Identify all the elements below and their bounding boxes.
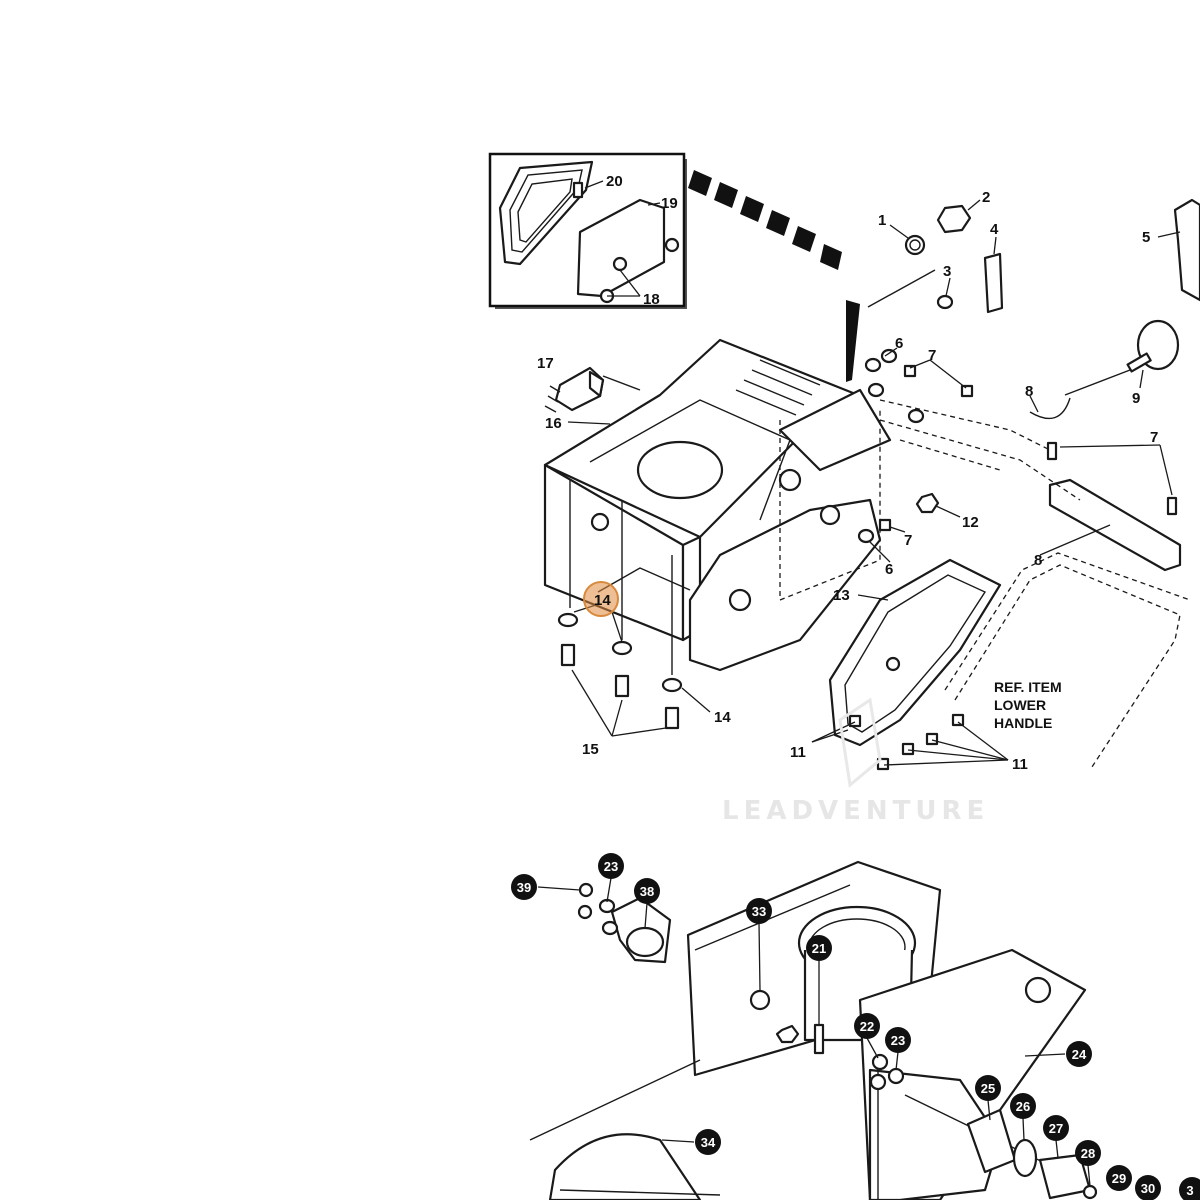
callout-5: 5 [1142, 229, 1150, 246]
watermark: LEADVENTURE [722, 697, 989, 826]
callout-17: 17 [537, 355, 554, 372]
callout-16: 16 [545, 415, 562, 432]
screw-18a [612, 256, 628, 272]
cover-plate [576, 198, 666, 298]
badge-22: 22 [860, 1019, 874, 1034]
badge-29: 29 [1112, 1171, 1126, 1186]
callout-14b: 14 [714, 709, 731, 726]
lower-handle-ref: REF. ITEM LOWER HANDLE [944, 552, 1191, 771]
inset-pointer [688, 170, 860, 382]
inset-detail: 20 19 18 [488, 152, 687, 309]
badge-21: 21 [812, 941, 826, 956]
screw-18c [664, 237, 680, 253]
hardware-1-4: 1 2 3 4 [867, 189, 1004, 314]
badge-30: 30 [1141, 1181, 1155, 1196]
badge-callouts: 39 23 38 33 21 22 23 24 25 26 27 28 29 3… [511, 853, 1200, 1200]
callout-4: 4 [990, 221, 999, 238]
watermark-text: LEADVENTURE [722, 796, 989, 826]
badge-24: 24 [1072, 1047, 1087, 1062]
badge-39: 39 [517, 880, 531, 895]
callout-9: 9 [1132, 390, 1140, 407]
callout-6a: 6 [895, 335, 903, 352]
clip-20 [572, 181, 584, 199]
hardware-14-15: 14 14 15 [557, 480, 731, 758]
dash-opening [498, 160, 594, 266]
badge-34: 34 [701, 1135, 716, 1150]
lower-assembly [529, 860, 1098, 1200]
badge-31: 3 [1186, 1183, 1193, 1198]
badge-23a: 23 [604, 859, 618, 874]
callout-14a[interactable]: 14 [594, 592, 611, 609]
hardware-6-7-upper: 6 7 [864, 335, 1051, 451]
callout-19: 19 [661, 195, 678, 212]
badge-27: 27 [1049, 1121, 1063, 1136]
part-5: 5 [1142, 198, 1200, 302]
dash-housing [543, 338, 892, 642]
badge-23b: 23 [891, 1033, 905, 1048]
knob-9: 9 [1064, 319, 1180, 407]
callout-11a: 11 [790, 744, 806, 761]
callout-6b: 6 [885, 561, 893, 578]
callout-10: 8 [1034, 552, 1042, 569]
callout-18: 18 [643, 291, 660, 308]
callout-7c: 7 [1150, 429, 1158, 446]
callout-7b: 7 [904, 532, 912, 549]
ref-note-line2: LOWER [994, 697, 1046, 713]
callout-11b: 11 [1012, 756, 1028, 773]
hardware-6-7-12-lower: 7 6 12 [857, 492, 979, 578]
callout-8: 8 [1025, 383, 1033, 400]
callout-20: 20 [606, 173, 623, 190]
badge-33: 33 [752, 904, 766, 919]
callout-7a: 7 [928, 347, 936, 364]
ref-note-line3: HANDLE [994, 715, 1052, 731]
badge-25: 25 [981, 1081, 995, 1096]
callout-15: 15 [582, 741, 599, 758]
switch-17: 17 [537, 355, 641, 413]
callout-2: 2 [982, 189, 990, 206]
ref-note-line1: REF. ITEM [994, 679, 1062, 695]
bracket-10: 8 7 [879, 419, 1182, 572]
badge-38: 38 [640, 884, 654, 899]
callout-1: 1 [878, 212, 886, 229]
badge-28: 28 [1081, 1146, 1095, 1161]
callout-12: 12 [962, 514, 979, 531]
side-panel [688, 410, 882, 672]
cable-8: 8 [1025, 383, 1071, 420]
callout-3: 3 [943, 263, 951, 280]
callout-13: 13 [833, 587, 850, 604]
bolts-11: 11 11 [790, 713, 1028, 773]
badge-26: 26 [1016, 1099, 1030, 1114]
highlight-marker[interactable] [583, 581, 619, 617]
